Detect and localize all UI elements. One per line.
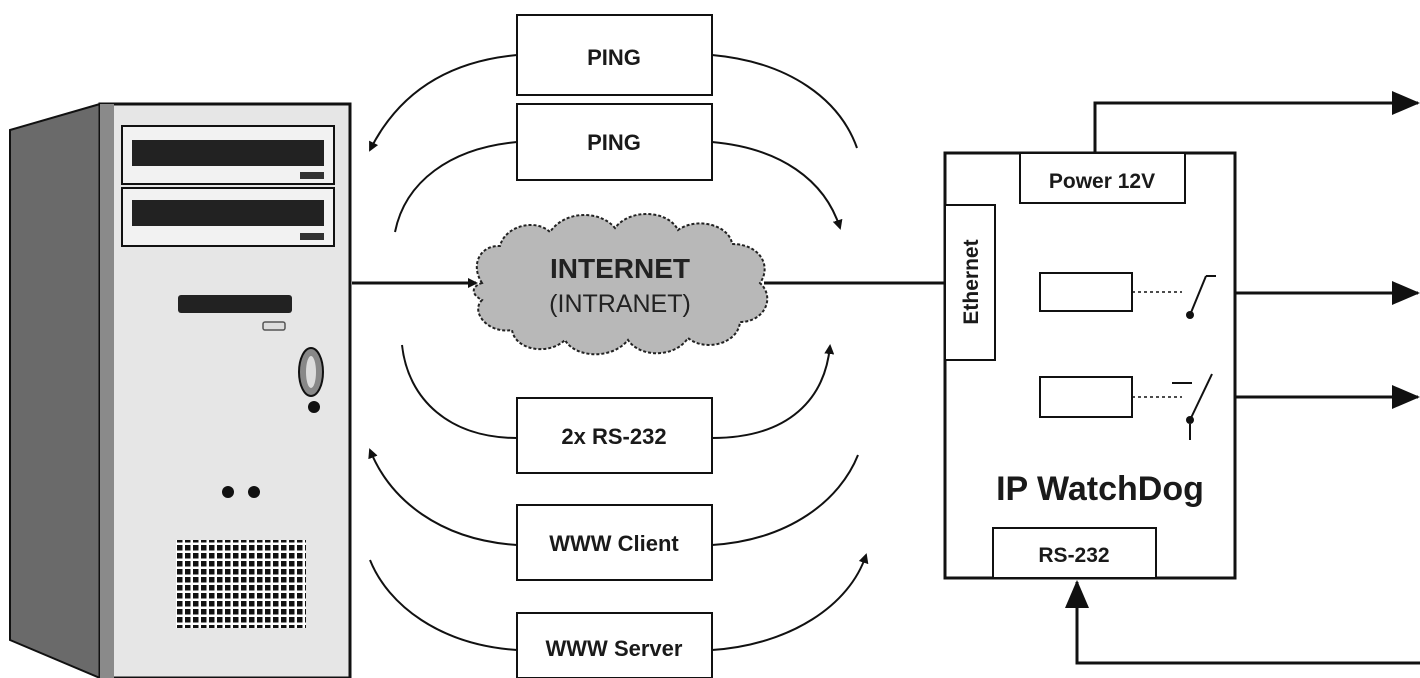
power-led — [308, 401, 320, 413]
ethernet-port-box — [944, 204, 996, 361]
serial-port-box — [992, 527, 1157, 579]
relay-2-coil — [1039, 376, 1133, 418]
serial-feedback-line — [1065, 580, 1420, 665]
arc-www-client-right — [711, 454, 859, 546]
arc-www-server-right — [711, 553, 869, 651]
front-led-1 — [222, 486, 234, 498]
cloud-subtitle: (INTRANET) — [549, 290, 691, 318]
www-server-label: WWW Server — [546, 636, 683, 661]
www-client-label: WWW Client — [549, 531, 679, 556]
internet-cloud: INTERNET (INTRANET) — [472, 213, 769, 356]
ping-box-second — [516, 103, 713, 181]
serial-port-label: RS-232 — [1038, 544, 1109, 567]
arc-ping-second-left — [394, 141, 518, 233]
floppy-slot — [178, 295, 292, 313]
arc-ping-top-right — [711, 54, 858, 149]
front-led-2 — [248, 486, 260, 498]
device-name: IP WatchDog — [996, 470, 1204, 508]
relay-1-coil — [1039, 272, 1133, 312]
ip-watchdog-device: Power 12V Ethernet IP WatchDog RS-232 — [943, 91, 1420, 665]
ping-label-top: PING — [587, 45, 641, 70]
arc-ping-top-left — [369, 54, 518, 152]
vent-grille — [176, 540, 306, 628]
drive-bay-2-slot — [132, 200, 324, 226]
www-client-box — [516, 504, 713, 581]
www-server-box — [516, 612, 713, 678]
tower-side-panel — [9, 102, 101, 678]
arc-www-server-left — [369, 559, 518, 651]
power-port-box — [1019, 152, 1186, 204]
ping-box-top — [516, 14, 713, 96]
power-port-label: Power 12V — [1049, 170, 1155, 193]
arc-ping-second-right — [711, 141, 843, 230]
cloud-title: INTERNET — [550, 253, 690, 284]
arc-www-client-left — [368, 448, 518, 546]
rs232-double-box — [516, 397, 713, 474]
arc-rs232-right — [711, 344, 835, 439]
rs232-double-label: 2x RS-232 — [561, 424, 666, 449]
drive-bay-1-slot — [132, 140, 324, 166]
ethernet-port-label: Ethernet — [960, 239, 983, 324]
power-output-line — [1093, 91, 1420, 153]
ping-label-second: PING — [587, 130, 641, 155]
pc-tower — [9, 102, 352, 678]
arc-rs232-left — [401, 344, 518, 439]
